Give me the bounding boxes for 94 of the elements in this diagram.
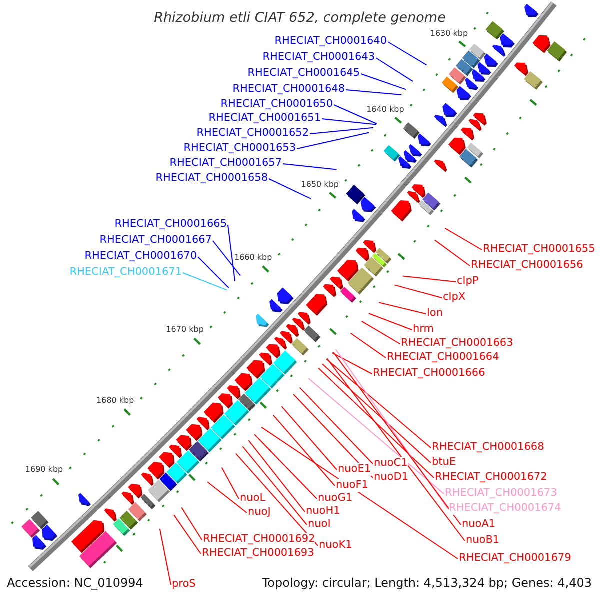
gene-label: btuE	[432, 456, 456, 468]
gene-label: RHECIAT_CH0001640	[274, 34, 387, 48]
leader-line	[388, 42, 428, 66]
gene-label: nuoJ	[248, 506, 271, 518]
gene-label: RHECIAT_CH0001693	[202, 546, 314, 560]
leader-line	[261, 426, 458, 560]
gene-label: clpP	[457, 274, 479, 288]
leader-line	[221, 467, 240, 500]
leader-line	[394, 284, 442, 298]
leader-line	[268, 178, 312, 200]
leader-line	[174, 514, 202, 554]
gene-label: RHECIAT_CH0001643	[262, 50, 375, 64]
gene-label: RHECIAT_CH0001655	[483, 242, 596, 256]
gene-label: nuoG1	[318, 492, 353, 504]
gene-label: RHECIAT_CH0001671	[70, 266, 182, 278]
leader-line	[198, 256, 230, 289]
gene-label: RHECIAT_CH0001664	[387, 350, 500, 364]
leader-line	[242, 446, 308, 526]
leader-line	[159, 528, 172, 586]
leader-line	[326, 358, 432, 448]
leader-line	[272, 414, 336, 486]
leader-line	[296, 132, 370, 150]
leader-line	[212, 240, 241, 276]
scale-label: 1630 kbp	[430, 28, 468, 38]
gene-label: proS	[172, 578, 196, 590]
scale-label: 1680 kbp	[96, 396, 134, 405]
gene-label: RHECIAT_CH0001674	[449, 502, 562, 514]
leader-line	[322, 364, 432, 464]
gene-label: RHECIAT_CH0001651	[208, 112, 321, 124]
leader-line	[235, 453, 318, 546]
scale-label: 1640 kbp	[366, 104, 404, 114]
gene-label: RHECIAT_CH0001656	[471, 258, 584, 272]
gene-label: nuoA1	[462, 518, 496, 530]
scale-label: 1690 kbp	[25, 465, 64, 474]
gene-label: RHECIAT_CH0001670	[84, 250, 197, 262]
gene-label: RHECIAT_CH0001673	[445, 486, 558, 500]
leader-line	[308, 378, 444, 494]
leader-line	[376, 58, 414, 82]
gene-label: RHECIAT_CH0001692	[203, 532, 316, 546]
gene-label: RHECIAT_CH0001663	[401, 336, 514, 350]
gene-label: RHECIAT_CH0001679	[459, 552, 572, 564]
leader-line	[282, 164, 338, 170]
gene-label: RHECIAT_CH0001645	[248, 66, 360, 80]
gene-label: RHECIAT_CH0001658	[156, 172, 268, 184]
gene-label: RHECIAT_CH0001667	[100, 234, 212, 246]
leader-line	[434, 240, 470, 266]
gene-label: RHECIAT_CH0001665	[114, 218, 227, 230]
gene-label: nuoD1	[374, 470, 408, 484]
map-title: Rhizobium etli CIAT 652, complete genome	[154, 10, 446, 26]
leader-line	[207, 482, 248, 514]
leader-line	[368, 313, 412, 330]
gene-label: RHECIAT_CH0001666	[373, 366, 486, 380]
leader-line	[378, 302, 426, 314]
scale-label: 1650 kbp	[301, 180, 339, 189]
leader-line	[299, 387, 374, 464]
leader-line	[310, 127, 374, 134]
leader-line	[248, 440, 306, 512]
gene-label: nuoI	[308, 518, 331, 530]
gene-label: RHECIAT_CH0001672	[435, 470, 548, 484]
gene-label: nuoB1	[466, 534, 500, 546]
leader-line	[332, 352, 462, 526]
leader-line	[346, 90, 402, 96]
leader-line	[444, 228, 482, 250]
gene-label: RHECIAT_CH0001668	[432, 440, 544, 454]
gene-label: nuoC1	[374, 456, 408, 470]
leader-line	[182, 272, 228, 291]
gene-label: RHECIAT_CH0001650	[220, 98, 333, 110]
leader-line	[361, 320, 400, 344]
gene-label: nuoF1	[336, 478, 368, 492]
leader-line	[318, 368, 434, 478]
gene-label: RHECIAT_CH0001652	[196, 126, 309, 140]
gene-label: lon	[427, 306, 443, 320]
leader-line	[228, 224, 236, 282]
gene-label: nuoK1	[319, 538, 352, 552]
leader-line	[360, 74, 407, 90]
leader-line	[332, 352, 372, 374]
leader-line	[181, 507, 202, 540]
scale-label: 1670 kbp	[166, 325, 204, 334]
leader-line	[281, 406, 338, 470]
leader-line	[254, 434, 318, 500]
scale-label: 1660 kbp	[234, 253, 272, 262]
gene-label: nuoH1	[306, 504, 340, 518]
leader-line	[335, 349, 448, 510]
leader-line	[402, 276, 456, 282]
leader-line	[326, 358, 466, 542]
gene-label: nuoE1	[338, 462, 372, 476]
gene-label: clpX	[443, 290, 466, 304]
gene-label: RHECIAT_CH0001648	[232, 82, 345, 96]
leader-line	[322, 118, 377, 126]
gene-label: nuoL	[240, 492, 266, 504]
leader-line	[334, 104, 378, 124]
gene-label: RHECIAT_CH0001653	[184, 142, 296, 154]
gene-label: RHECIAT_CH0001657	[170, 156, 282, 170]
leader-line	[350, 332, 386, 358]
